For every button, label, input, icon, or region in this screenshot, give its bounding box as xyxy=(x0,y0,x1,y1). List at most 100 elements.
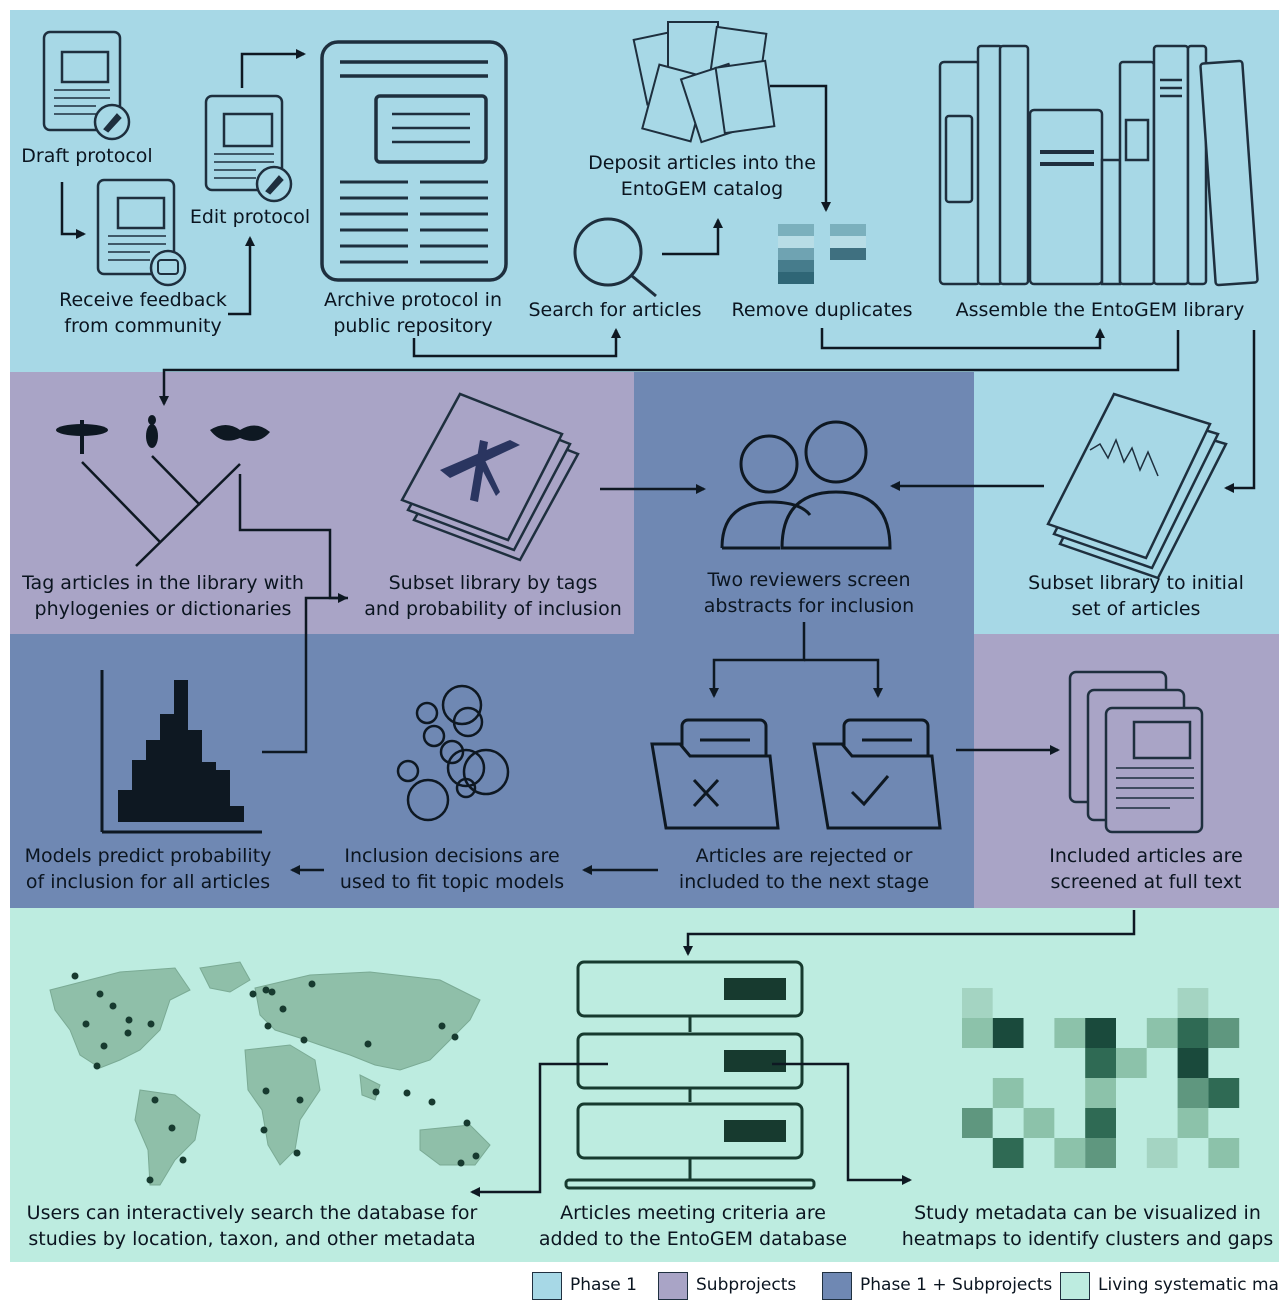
heatmap-cell xyxy=(992,1138,1024,1168)
heatmap-cell xyxy=(1208,1108,1240,1138)
color-bars-icon xyxy=(778,224,866,284)
legend-swatch-phase1-subprojects xyxy=(822,1272,852,1300)
heatmap-cell xyxy=(992,988,1024,1018)
document-icon xyxy=(320,40,508,282)
location-dots xyxy=(71,972,480,1184)
subset-initial-label: Subset library to initial set of article… xyxy=(1016,570,1256,622)
two-users-icon xyxy=(720,420,892,550)
deposit-articles-line1: Deposit articles into the xyxy=(588,152,816,174)
receive-feedback-line2: from community xyxy=(64,315,222,337)
histogram-icon xyxy=(100,670,262,834)
tag-articles-line2: phylogenies or dictionaries xyxy=(34,598,292,620)
server-icon xyxy=(564,960,816,1190)
subset-initial-line1: Subset library to initial xyxy=(1028,572,1244,594)
heatmap-cell xyxy=(962,1048,993,1078)
legend-swatch-subprojects xyxy=(658,1272,688,1300)
heatmap-cell xyxy=(1116,988,1147,1018)
models-predict-line1: Models predict probability xyxy=(24,845,272,867)
search-articles-label: Search for articles xyxy=(528,299,702,321)
heatmap-cell xyxy=(962,1078,993,1108)
heatmap-cell xyxy=(1085,1048,1116,1078)
full-text-line2: screened at full text xyxy=(1050,871,1242,893)
heatmap-cell xyxy=(1054,988,1086,1018)
document-edit-icon xyxy=(42,30,131,141)
heatmap-cell xyxy=(992,1018,1024,1048)
heatmap-cell xyxy=(1208,1048,1240,1078)
heatmap-cell xyxy=(962,1018,993,1048)
heatmap-cell xyxy=(1085,988,1116,1018)
heatmap-cell xyxy=(1085,1078,1116,1108)
heatmap-cell xyxy=(1177,1108,1209,1138)
heatmap-cell xyxy=(1146,988,1178,1018)
heatmap-cell xyxy=(1023,1108,1055,1138)
heatmap-cell xyxy=(1208,988,1240,1018)
legend-label-living-map: Living systematic map xyxy=(1098,1275,1279,1295)
tag-articles-line1: Tag articles in the library with xyxy=(22,572,304,594)
rejected-included-line2: included to the next stage xyxy=(678,871,930,893)
legend-swatch-living-map xyxy=(1060,1272,1090,1300)
heatmap-cell xyxy=(962,1138,993,1168)
edit-protocol-label: Edit protocol xyxy=(189,206,311,228)
heatmap-cell xyxy=(1177,1048,1209,1078)
phase1-subprojects-band xyxy=(634,372,974,634)
assemble-library-label: Assemble the EntoGEM library xyxy=(955,299,1245,321)
document-edit-icon-2 xyxy=(204,94,293,203)
subset-tags-label: Subset library by tags and probability o… xyxy=(356,570,630,622)
database-label: Articles meeting criteria are added to t… xyxy=(528,1200,858,1252)
heatmap-cell xyxy=(1177,1078,1209,1108)
heatmap-cell xyxy=(1208,1138,1240,1168)
two-reviewers-label: Two reviewers screen abstracts for inclu… xyxy=(680,567,938,619)
users-search-line2: studies by location, taxon, and other me… xyxy=(28,1228,476,1250)
bubbles-icon xyxy=(396,684,510,822)
inclusion-decisions-line1: Inclusion decisions are xyxy=(344,845,560,867)
heatmap-cell xyxy=(1116,1138,1147,1168)
heatmap-line2: heatmaps to identify clusters and gaps xyxy=(901,1228,1274,1250)
folder-reject-icon xyxy=(650,718,780,830)
heatmap-cell xyxy=(992,1078,1024,1108)
heatmap-cell xyxy=(962,1108,993,1138)
full-text-line1: Included articles are xyxy=(1049,845,1243,867)
heatmap-cell xyxy=(1116,1048,1147,1078)
flow-arrows xyxy=(60,49,1256,1197)
insects-phylogeny-icon xyxy=(56,415,270,567)
legend-label-phase1-subprojects: Phase 1 + Subprojects xyxy=(860,1275,1053,1295)
users-search-label: Users can interactively search the datab… xyxy=(12,1200,492,1252)
heatmap-cell xyxy=(1054,1048,1086,1078)
heatmap-cell xyxy=(1085,1138,1116,1168)
rejected-included-line1: Articles are rejected or xyxy=(695,845,913,867)
receive-feedback-line1: Receive feedback xyxy=(59,289,227,311)
heatmap-cell xyxy=(1208,1078,1240,1108)
two-reviewers-line2: abstracts for inclusion xyxy=(703,595,915,617)
heatmap-cell xyxy=(1023,1048,1055,1078)
models-predict-line2: of inclusion for all articles xyxy=(25,871,271,893)
heatmap-cell xyxy=(1054,1018,1086,1048)
document-comment-icon xyxy=(96,178,187,287)
tag-articles-label: Tag articles in the library with phyloge… xyxy=(10,570,316,622)
subset-tags-line1: Subset library by tags xyxy=(388,572,598,594)
receive-feedback-label: Receive feedback from community xyxy=(24,287,262,339)
subset-tags-line2: and probability of inclusion xyxy=(364,598,622,620)
users-search-line1: Users can interactively search the datab… xyxy=(26,1202,478,1224)
heatmap-cell xyxy=(1177,1018,1209,1048)
heatmap-cell xyxy=(1023,1078,1055,1108)
heatmap-cell xyxy=(1023,1018,1055,1048)
heatmap-cell xyxy=(1054,1108,1086,1138)
heatmap-cell xyxy=(1085,1108,1116,1138)
heatmap-cell xyxy=(1177,1138,1209,1168)
heatmap-icon xyxy=(962,988,1240,1168)
inclusion-decisions-line2: used to fit topic models xyxy=(339,871,565,893)
articles-pile-icon xyxy=(632,21,776,144)
draft-protocol-label: Draft protocol xyxy=(21,145,153,167)
heatmap-cell xyxy=(992,1048,1024,1078)
heatmap-cell xyxy=(1116,1018,1147,1048)
database-line2: added to the EntoGEM database xyxy=(538,1228,848,1250)
deposit-articles-line2: EntoGEM catalog xyxy=(620,178,784,200)
heatmap-cell xyxy=(1023,1138,1055,1168)
heatmap-label: Study metadata can be visualized in heat… xyxy=(896,1200,1279,1252)
heatmap-cell xyxy=(1146,1138,1178,1168)
magnifier-icon xyxy=(573,217,657,298)
legend-label-subprojects: Subprojects xyxy=(696,1275,797,1295)
heatmap-cell xyxy=(1023,988,1055,1018)
models-predict-label: Models predict probability of inclusion … xyxy=(10,843,286,895)
